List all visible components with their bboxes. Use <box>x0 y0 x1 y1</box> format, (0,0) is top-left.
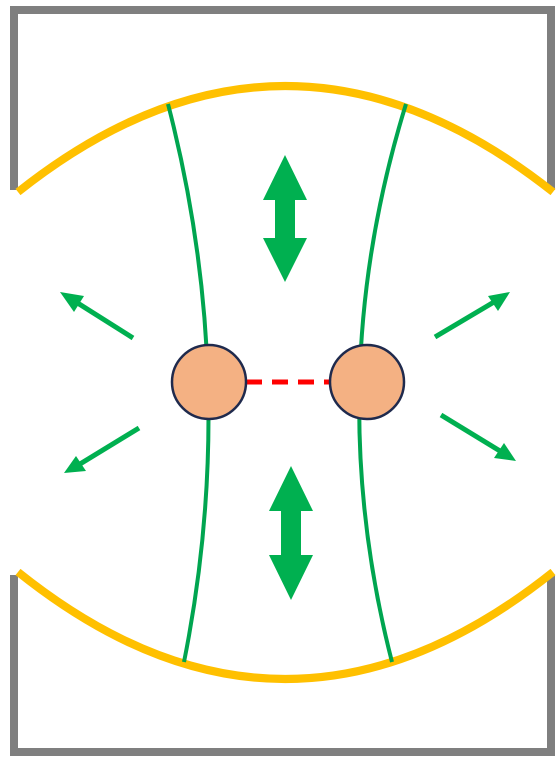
right-particle <box>330 345 404 419</box>
top-double-arrow <box>263 155 307 282</box>
arrow-lower-right <box>441 415 516 461</box>
frame-gap-left <box>0 190 20 575</box>
bottom-double-arrow <box>269 466 313 600</box>
arrow-upper-left <box>60 292 133 338</box>
frame-bottom <box>14 575 551 752</box>
arrow-lower-left <box>64 428 139 473</box>
arrow-upper-right <box>435 292 510 337</box>
left-particle <box>172 345 246 419</box>
frame-gap-right <box>540 190 556 575</box>
